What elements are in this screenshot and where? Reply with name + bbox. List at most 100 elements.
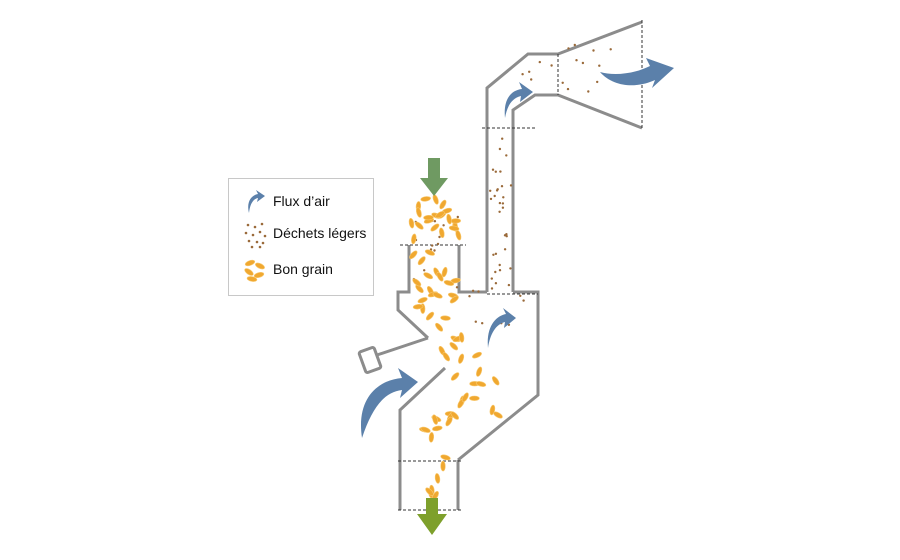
debris-particle	[500, 185, 504, 188]
curved-arrow-icon	[248, 190, 265, 213]
debris-particle	[423, 269, 426, 272]
debris-particle	[522, 299, 525, 302]
legend-label-debris: Déchets légers	[273, 225, 367, 241]
legend-item-airflow: Flux d’air	[229, 187, 375, 217]
grain-kernel	[440, 454, 451, 461]
grain-kernel	[449, 295, 459, 304]
dots-icon	[244, 222, 267, 249]
grain-kernel	[411, 233, 417, 245]
grain-kernel	[441, 266, 448, 278]
grain-kernel	[439, 199, 447, 210]
grain-outflow-arrow	[417, 498, 447, 535]
debris-particle	[503, 248, 507, 251]
debris-particle	[501, 137, 504, 140]
airflow-arrow-chamber	[487, 308, 516, 348]
debris-particle	[433, 220, 437, 223]
grain-kernel	[412, 304, 424, 310]
grain-kernel	[458, 332, 465, 343]
debris-particle	[455, 286, 459, 289]
debris-particle	[456, 215, 459, 219]
outlet-duct-right-wall	[511, 93, 643, 292]
debris-particle	[491, 168, 495, 171]
debris-particle	[489, 189, 492, 192]
deflector-lever	[376, 336, 429, 357]
grain-kernel	[439, 227, 445, 239]
grain-kernel	[416, 207, 422, 218]
grain-kernel	[446, 213, 452, 225]
grain-kernel	[445, 416, 453, 427]
debris-particle	[498, 269, 502, 272]
grain-kernel	[450, 372, 460, 381]
debris-particle	[498, 210, 501, 213]
grain-kernel	[417, 256, 426, 266]
debris-particle	[561, 81, 564, 85]
debris-particle	[481, 322, 484, 325]
grain-kernel	[430, 223, 440, 232]
airflow-arrow-duct	[504, 82, 533, 118]
grain-kernel	[455, 230, 462, 241]
grain-kernel	[475, 381, 487, 387]
debris-particle	[521, 73, 524, 76]
feed-hopper-left-wall	[396, 245, 430, 340]
debris-particle	[519, 294, 522, 297]
legend-item-debris: Déchets légers	[229, 219, 375, 249]
grain-kernel	[423, 272, 434, 280]
debris-particle	[587, 90, 590, 93]
debris-particle	[468, 295, 471, 298]
grain-kernel	[469, 395, 480, 401]
debris-particle	[474, 320, 477, 323]
debris-particle	[581, 61, 585, 65]
debris-particle	[499, 170, 502, 173]
debris-particle	[592, 49, 595, 52]
debris-particle	[436, 242, 440, 246]
grain-kernel	[450, 411, 460, 420]
debris-particle	[609, 48, 612, 51]
grain-kernel	[408, 217, 415, 229]
debris-particle	[495, 189, 499, 192]
debris-particle	[507, 283, 511, 287]
grain-kernel	[491, 376, 500, 386]
debris-particle	[550, 64, 553, 67]
grain-kernel	[461, 392, 469, 403]
grain-kernel	[472, 351, 482, 359]
grain-kernel	[489, 404, 496, 416]
grain-kernel	[435, 322, 444, 332]
debris-particle	[509, 267, 512, 270]
debris-particle	[573, 43, 576, 47]
grain-kernel	[432, 292, 443, 299]
grain-kernel	[440, 315, 451, 321]
legend-label-grain: Bon grain	[273, 261, 333, 277]
grain-kernel	[425, 487, 434, 496]
debris-particle	[596, 80, 599, 84]
grain-kernel	[434, 473, 441, 484]
grain-kernels-icon	[244, 259, 265, 282]
grain-kernel	[409, 250, 418, 260]
grain-kernel	[440, 460, 446, 472]
debris-particle	[530, 78, 533, 81]
grain-kernels	[408, 194, 503, 501]
debris-particle	[438, 235, 441, 239]
legend-label-airflow: Flux d’air	[273, 193, 330, 209]
grain-kernel	[435, 211, 445, 219]
legend-item-grain: Bon grain	[229, 255, 375, 285]
grain-kernel	[436, 271, 444, 282]
debris-particle	[575, 59, 578, 62]
grain-kernel	[442, 352, 451, 362]
chamber-right-wall	[457, 290, 540, 462]
grain-kernel	[420, 426, 431, 433]
grain-kernel	[450, 218, 461, 224]
debris-particle	[494, 170, 497, 173]
debris-particle	[442, 224, 445, 227]
grain-kernel	[432, 194, 439, 205]
debris-particle	[492, 253, 495, 256]
debris-particle	[501, 206, 505, 209]
grain-kernel	[476, 366, 483, 377]
grain-kernel	[424, 249, 435, 256]
debris-particle	[471, 289, 475, 292]
grain-kernel	[415, 284, 424, 293]
airflow-arrow-intake	[361, 368, 418, 438]
grain-kernel	[428, 432, 435, 443]
debris-particle	[509, 184, 513, 187]
debris-particle	[477, 290, 480, 293]
